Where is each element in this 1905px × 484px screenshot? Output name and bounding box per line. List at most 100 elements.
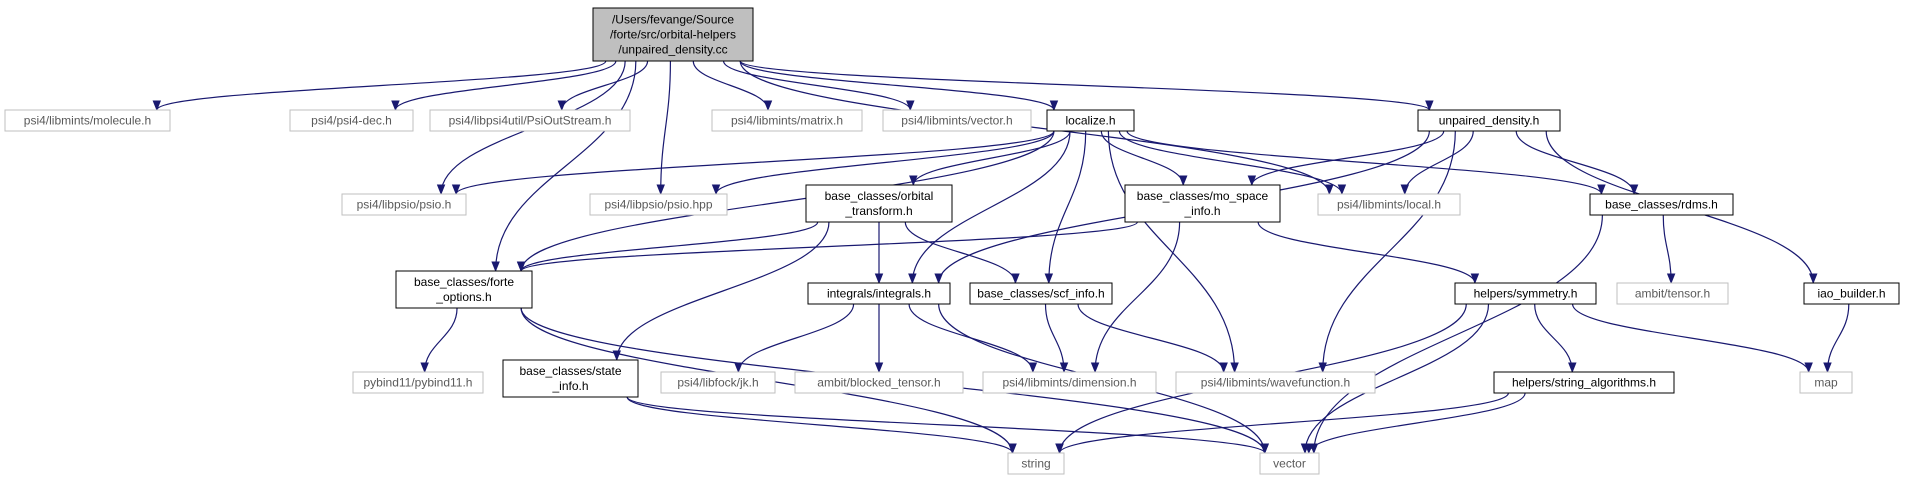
node-vector-h-box: [882, 109, 1032, 132]
node-map[interactable]: map: [1799, 371, 1853, 394]
node-blocked[interactable]: ambit/blocked_tensor.h: [794, 371, 964, 394]
node-forte-box: [395, 270, 533, 309]
node-molecule[interactable]: psi4/libmints/molecule.h: [4, 109, 171, 132]
node-symmetry[interactable]: helpers/symmetry.h: [1454, 282, 1597, 305]
edge-root-to-local: [739, 60, 1334, 196]
node-vector[interactable]: vector: [1259, 452, 1320, 475]
edge-localize-to-rdms: [1126, 130, 1606, 196]
node-state-box: [502, 359, 639, 398]
edge-symmetry-to-strings: [1534, 303, 1577, 374]
edge-symmetry-to-vector: [1300, 303, 1490, 455]
edge-root-to-vector_h: [722, 60, 915, 112]
edge-localize-to-orbital: [909, 130, 1071, 187]
node-mospace-label: _info.h: [1183, 204, 1220, 218]
node-jk[interactable]: psi4/libfock/jk.h: [660, 371, 776, 394]
node-rdms[interactable]: base_classes/rdms.h: [1589, 193, 1734, 216]
node-molecule-box: [4, 109, 171, 132]
edge-scfinfo-to-dimension: [1044, 303, 1069, 374]
node-scfinfo-label: base_classes/scf_info.h: [977, 287, 1104, 301]
node-scfinfo[interactable]: base_classes/scf_info.h: [969, 282, 1113, 305]
node-forte[interactable]: base_classes/forte_options.h: [395, 270, 533, 309]
edge-orbital-to-forte: [516, 221, 819, 273]
node-localize-box: [1046, 109, 1135, 132]
node-map-box: [1799, 371, 1853, 394]
node-unpaired[interactable]: unpaired_density.h: [1417, 109, 1561, 132]
node-forte-label: base_classes/forte: [414, 275, 514, 289]
node-ambit-tensor-box: [1616, 282, 1729, 305]
edge-unpaired-to-mospace: [1247, 130, 1445, 187]
node-integrals[interactable]: integrals/integrals.h: [807, 282, 951, 305]
node-scfinfo-box: [969, 282, 1113, 305]
node-iao-label: iao_builder.h: [1817, 287, 1885, 301]
node-symmetry-label: helpers/symmetry.h: [1474, 287, 1578, 301]
node-psi4dec-box: [289, 109, 414, 132]
node-blocked-box: [794, 371, 964, 394]
node-psiout[interactable]: psi4/libpsi4util/PsiOutStream.h: [429, 109, 631, 132]
edge-localize-to-local: [1118, 130, 1347, 196]
edge-root-to-matrix: [692, 60, 773, 112]
node-psiout-box: [429, 109, 631, 132]
node-unpaired-label: unpaired_density.h: [1439, 114, 1540, 128]
node-matrix-label: psi4/libmints/matrix.h: [731, 114, 843, 128]
node-integrals-box: [807, 282, 951, 305]
edge-localize-to-integrals: [908, 130, 1071, 285]
node-blocked-label: ambit/blocked_tensor.h: [817, 376, 940, 390]
node-pybind-box: [352, 371, 484, 394]
edge-localize-to-psio_h: [451, 130, 1055, 196]
node-state-label: _info.h: [551, 379, 588, 393]
node-strings[interactable]: helpers/string_algorithms.h: [1493, 371, 1675, 394]
edge-mospace-to-forte: [517, 221, 1138, 273]
node-psio-hpp-box: [589, 193, 728, 216]
edge-rdms-to-vector: [1309, 214, 1603, 455]
node-state-label: base_classes/state: [519, 364, 621, 378]
node-strings-box: [1493, 371, 1675, 394]
node-localize[interactable]: localize.h: [1046, 109, 1135, 132]
node-ambit-tensor-label: ambit/tensor.h: [1635, 287, 1710, 301]
node-psio-hpp[interactable]: psi4/libpsio/psio.hpp: [589, 193, 728, 216]
node-ambit-tensor[interactable]: ambit/tensor.h: [1616, 282, 1729, 305]
node-jk-label: psi4/libfock/jk.h: [677, 376, 758, 390]
node-forte-label: _options.h: [435, 290, 491, 304]
node-wavefunction-box: [1175, 371, 1376, 394]
node-wavefunction[interactable]: psi4/libmints/wavefunction.h: [1175, 371, 1376, 394]
header-nodes: /Users/fevange/Source/forte/src/orbital-…: [4, 7, 1900, 475]
edge-root-to-localize: [739, 60, 1059, 112]
node-orbital[interactable]: base_classes/orbital_transform.h: [805, 184, 953, 223]
edge-strings-to-vector: [1304, 392, 1526, 455]
node-psio-h-box: [341, 193, 467, 216]
node-psi4dec[interactable]: psi4/psi4-dec.h: [289, 109, 414, 132]
node-orbital-label: _transform.h: [844, 204, 912, 218]
node-local[interactable]: psi4/libmints/local.h: [1317, 193, 1461, 216]
node-root[interactable]: /Users/fevange/Source/forte/src/orbital-…: [592, 7, 754, 62]
node-string-label: string: [1021, 457, 1050, 471]
node-local-label: psi4/libmints/local.h: [1337, 198, 1441, 212]
edge-integrals-to-jk: [734, 303, 855, 374]
node-root-label: /forte/src/orbital-helpers: [610, 28, 736, 42]
node-mospace[interactable]: base_classes/mo_space_info.h: [1124, 184, 1281, 223]
node-mospace-label: base_classes/mo_space: [1137, 189, 1269, 203]
node-rdms-box: [1589, 193, 1734, 216]
node-vector-h[interactable]: psi4/libmints/vector.h: [882, 109, 1032, 132]
node-dimension[interactable]: psi4/libmints/dimension.h: [982, 371, 1157, 394]
node-molecule-label: psi4/libmints/molecule.h: [24, 114, 151, 128]
node-matrix[interactable]: psi4/libmints/matrix.h: [711, 109, 863, 132]
edge-root-to-psiout: [557, 60, 649, 112]
node-iao[interactable]: iao_builder.h: [1803, 282, 1900, 305]
node-pybind[interactable]: pybind11/pybind11.h: [352, 371, 484, 394]
node-psio-h[interactable]: psi4/libpsio/psio.h: [341, 193, 467, 216]
node-state[interactable]: base_classes/state_info.h: [502, 359, 639, 398]
node-unpaired-box: [1417, 109, 1561, 132]
node-pybind-label: pybind11/pybind11.h: [364, 376, 473, 390]
edge-localize-to-forte: [516, 130, 1055, 273]
edge-mospace-to-symmetry: [1257, 221, 1480, 285]
edge-strings-to-string: [1055, 392, 1509, 455]
node-jk-box: [660, 371, 776, 394]
edge-localize-to-wavefunction: [1107, 130, 1239, 374]
node-dimension-box: [982, 371, 1157, 394]
node-psi4dec-label: psi4/psi4-dec.h: [311, 114, 392, 128]
node-string[interactable]: string: [1007, 452, 1065, 475]
node-orbital-box: [805, 184, 953, 223]
edge-root-to-psi4dec: [391, 60, 617, 112]
edge-state-to-vector: [626, 396, 1269, 455]
